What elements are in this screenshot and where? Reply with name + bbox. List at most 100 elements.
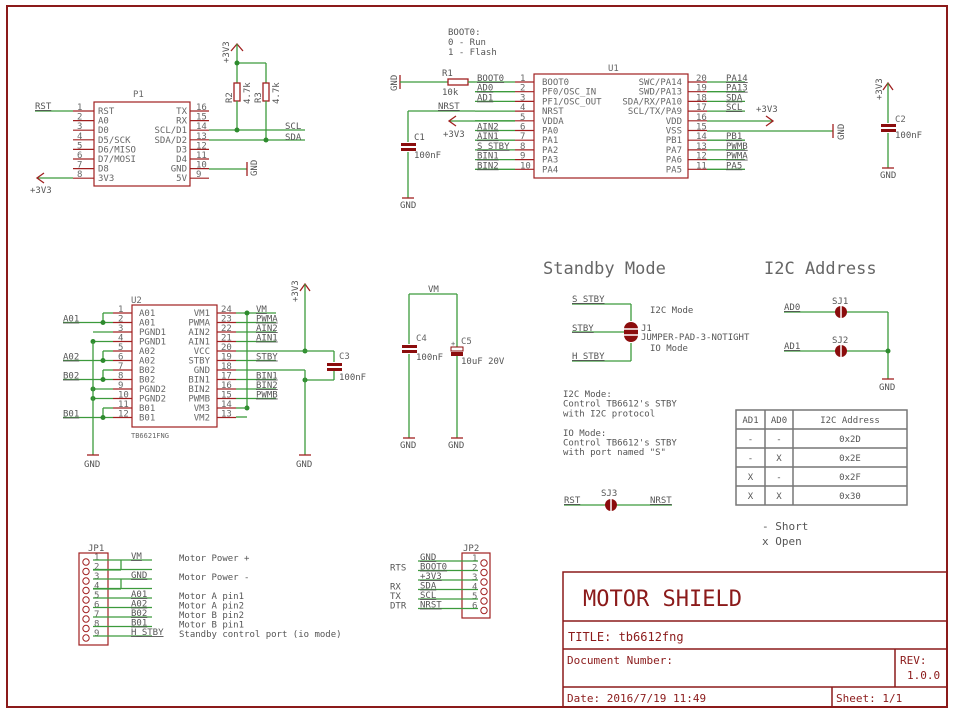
supply-arrow-icon — [35, 172, 45, 184]
pin-number: 14 — [696, 132, 707, 142]
pin-name: SWC/PA14 — [639, 78, 682, 88]
pin-number: 9 — [520, 152, 525, 162]
table-header-cell: AD0 — [771, 416, 787, 426]
net-label: AD0 — [477, 84, 493, 94]
pin-name: RST — [98, 107, 115, 117]
pin-name: A0 — [98, 117, 109, 127]
net-label: SCL — [420, 591, 436, 601]
p1-body — [93, 101, 191, 187]
net-label: B01 — [63, 410, 79, 420]
header-pin — [480, 568, 488, 577]
pin-name: PGND1 — [139, 328, 166, 338]
pin-number: 5 — [520, 113, 525, 123]
pin-number: 10 — [196, 161, 207, 171]
pin-name: B01 — [139, 404, 155, 414]
pin-number: 16 — [696, 113, 707, 123]
c2-decoupling: +3V3 C2 100nF GND — [875, 78, 922, 181]
c4-gnd: GND — [400, 441, 416, 451]
jp2-ref: JP2 — [463, 544, 479, 554]
boot-note: BOOT0: 0 - Run 1 - Flash — [448, 28, 497, 58]
pin-number: 14 — [196, 122, 207, 132]
net-label: H_STBY — [131, 628, 164, 638]
u1-ref: U1 — [608, 64, 619, 74]
net-label: PWMB — [726, 142, 748, 152]
pin-number: 22 — [221, 324, 232, 334]
u2-supply: +3V3 — [291, 280, 301, 302]
net-label: PWMA — [726, 152, 748, 162]
u1-vdd-3v3: +3V3 — [756, 105, 778, 115]
pin-number: 6 — [118, 353, 123, 363]
header-pin — [480, 578, 488, 586]
table-cell: X — [776, 454, 782, 464]
c2-ref: C2 — [895, 115, 906, 125]
pin-number: 7 — [520, 132, 525, 142]
legend-short: - Short — [762, 520, 808, 533]
pin-name: A01 — [139, 309, 155, 319]
pin-number: 8 — [77, 170, 82, 180]
c4-ref: C4 — [416, 334, 427, 344]
sj3-left-net: RST — [564, 496, 581, 506]
c2-supply: +3V3 — [875, 78, 885, 100]
pin-number: 15 — [696, 123, 707, 133]
title-block: MOTOR SHIELD TITLE: tb6612fng Document N… — [562, 571, 948, 708]
pin-description: Motor B pin2 — [179, 611, 244, 621]
pin-name: VDDA — [542, 117, 564, 127]
pin-name: PA2 — [542, 146, 558, 156]
u1-body — [533, 73, 689, 179]
table-header-cell: I2C Address — [820, 416, 880, 426]
standby-net-h: H_STBY — [572, 352, 605, 362]
pin-number: 7 — [94, 610, 99, 620]
net-label: A01 — [63, 315, 79, 325]
c3-capacitor — [327, 363, 342, 366]
pin-name: A02 — [139, 357, 155, 367]
pin-name: D0 — [98, 126, 109, 136]
pin-number: 9 — [196, 170, 201, 180]
pin-name: SDA/RX/PA10 — [622, 97, 682, 107]
header-pin — [480, 597, 488, 605]
standby-section: Standby Mode S_STBY STBY H_STBY I2C Mode… — [543, 259, 750, 512]
p1-rst-net: RST — [35, 102, 52, 112]
pin-name: PGND2 — [139, 385, 166, 395]
pin-name: PGND2 — [139, 395, 166, 405]
standby-note-line: with I2C protocol — [563, 409, 655, 419]
net-label: AIN1 — [477, 132, 499, 142]
pin-name: SDA/D2 — [154, 136, 187, 146]
header-pin — [82, 596, 90, 604]
jp2-header: JP2 1GND2BOOT0RTS3+3V34SDARX5SCLTX6NRSTD… — [390, 544, 491, 619]
net-label: BOOT0 — [420, 563, 447, 573]
standby-note-line: Control TB6612's STBY — [563, 439, 677, 449]
u2-body — [131, 304, 218, 428]
pin-number: 19 — [221, 353, 232, 363]
c3-ref: C3 — [339, 352, 350, 362]
c4-value: 100nF — [416, 353, 443, 363]
standby-net-stby: STBY — [572, 324, 594, 334]
pin-number: 3 — [472, 573, 477, 583]
pin-number: 9 — [118, 381, 123, 391]
pin-name: 5V — [176, 174, 187, 184]
standby-note-line: Control TB6612's STBY — [563, 400, 677, 410]
c1-gnd-label: GND — [400, 201, 416, 211]
r1-resistor — [447, 78, 469, 86]
net-label: BIN2 — [477, 161, 499, 171]
table-cell: X — [776, 492, 782, 502]
pin-name: PF0/OSC_IN — [542, 88, 596, 98]
pin-name: VM1 — [194, 309, 210, 319]
pin-number: 18 — [696, 93, 707, 103]
pin-number: 8 — [94, 620, 99, 630]
pin-name: VCC — [194, 347, 210, 357]
pin-name: PA5 — [666, 165, 682, 175]
pin-number: 13 — [696, 142, 707, 152]
pin-name: A02 — [139, 347, 155, 357]
header-pin — [82, 558, 90, 566]
header-pin — [480, 559, 488, 567]
pin-name: RX — [176, 117, 187, 127]
i2c-heading: I2C Address — [764, 259, 877, 279]
net-label: A01 — [131, 590, 147, 600]
net-label: +3V3 — [420, 572, 442, 582]
io-mode-label: IO Mode — [650, 344, 688, 354]
standby-note-line: I2C Mode: — [563, 390, 612, 400]
pin-number: 12 — [696, 152, 707, 162]
pin-number: 3 — [118, 324, 123, 334]
